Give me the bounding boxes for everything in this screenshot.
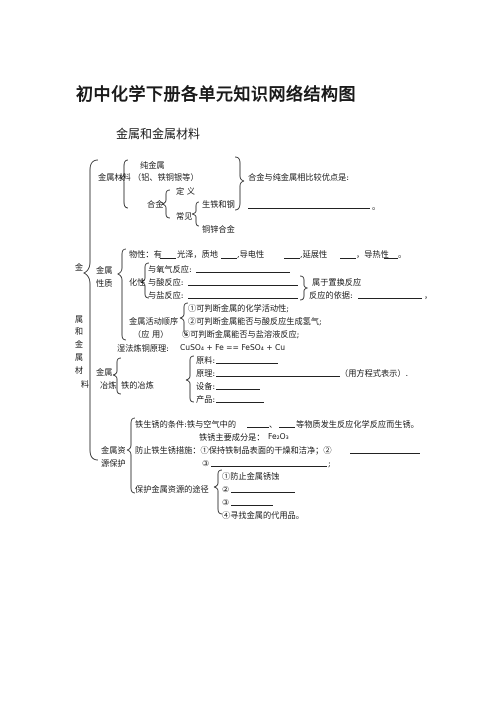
protection-label-2: 源保护 bbox=[101, 458, 126, 468]
compare-note: 合金与纯金属相比较优点是: bbox=[248, 172, 350, 182]
blank bbox=[384, 258, 398, 259]
blank bbox=[247, 427, 269, 428]
compare-period: 。 bbox=[372, 201, 381, 211]
properties-label-1: 金属 bbox=[96, 265, 113, 275]
blank bbox=[216, 363, 278, 364]
root-char-6: 材 bbox=[74, 365, 84, 375]
with-salt: 与盐反应: bbox=[148, 290, 184, 300]
prevent-rust: 防止铁生锈措施：①保持铁制品表面的干燥和洁净；② bbox=[135, 445, 332, 455]
protection-label-1: 金属资 bbox=[101, 445, 126, 455]
blank bbox=[284, 258, 300, 259]
wet-method-label: 湿法炼铜原理: bbox=[117, 343, 169, 353]
iron-steel: 生铁和钢 bbox=[202, 199, 235, 209]
pure-metal: 纯金属 bbox=[140, 160, 165, 170]
materials-label: 金属材料 bbox=[98, 172, 131, 182]
basis-comma: ， bbox=[424, 290, 433, 300]
blank bbox=[350, 453, 420, 454]
activity-series: 金属活动顺序 bbox=[129, 316, 179, 326]
activity-use: （应 用） bbox=[133, 329, 169, 339]
physical-prop-5: ，导热性 bbox=[356, 249, 389, 259]
physical-prop-3: ,导电性 bbox=[237, 249, 265, 259]
with-oxygen: 与氧气反应: bbox=[148, 264, 192, 274]
blank bbox=[188, 285, 298, 286]
rust-condition-1: 铁生锈的条件:铁与空气中的 bbox=[135, 419, 237, 429]
root-char-3: 和 bbox=[74, 326, 84, 336]
way-4: ④寻找金属的代用品。 bbox=[222, 510, 304, 520]
root-char-5: 属 bbox=[74, 352, 84, 362]
compare-blank bbox=[248, 208, 370, 209]
properties-label-2: 性质 bbox=[96, 278, 113, 288]
equipment: 设备: bbox=[196, 381, 216, 391]
use-3: ③可判断金属能否与盐溶液反应; bbox=[182, 329, 300, 339]
prevent-semicolon: ; bbox=[328, 458, 331, 468]
displacement-note: 属于置换反应 bbox=[312, 277, 362, 287]
blank bbox=[358, 298, 422, 299]
blank bbox=[216, 402, 264, 403]
physical-prop-2: 光泽，质地 bbox=[177, 249, 218, 259]
rust-component: 铁锈主要成分是： bbox=[199, 432, 265, 442]
use-2: ②可判断金属能否与酸反应生成氢气; bbox=[188, 316, 322, 326]
resource-ways: 保护金属资源的途径 bbox=[135, 484, 209, 494]
rust-condition-2: 、 bbox=[269, 419, 278, 429]
raw-material: 原料: bbox=[196, 355, 216, 365]
with-acid: 与酸反应: bbox=[148, 277, 184, 287]
blank bbox=[188, 298, 298, 299]
brass: 铜锌合金 bbox=[202, 224, 235, 234]
blank bbox=[196, 272, 290, 273]
blank bbox=[211, 466, 327, 467]
blank bbox=[340, 258, 356, 259]
blank bbox=[221, 258, 237, 259]
wet-method-equation: CuSO₄ + Fe == FeSO₄ + Cu bbox=[180, 343, 286, 352]
page-title: 初中化学下册各单元知识网络结构图 bbox=[76, 85, 356, 105]
pure-metal-examples: （铝、铁铜银等） bbox=[133, 172, 199, 182]
physical-prop-4: ,延展性 bbox=[300, 249, 328, 259]
root-char-7: 料 bbox=[80, 379, 90, 389]
principle: 原理: bbox=[196, 368, 216, 378]
unit-title: 金属和金属材料 bbox=[116, 127, 201, 141]
basis-label: 反应的依据: bbox=[309, 290, 353, 300]
principle-note: （用方程式表示）. bbox=[340, 368, 409, 378]
blank bbox=[231, 505, 273, 506]
blank bbox=[231, 492, 295, 493]
root-char-1: 金 bbox=[74, 262, 84, 272]
physical-prop-6: 。 bbox=[398, 249, 407, 259]
product: 产品: bbox=[196, 394, 216, 404]
rust-condition-3: 等物质发生反应化学反应而生锈。 bbox=[296, 419, 419, 429]
iron-smelting: 铁的冶炼 bbox=[121, 380, 154, 390]
blank bbox=[216, 389, 260, 390]
use-1: ①可判断金属的化学活动性; bbox=[188, 303, 290, 313]
blank bbox=[216, 376, 340, 377]
root-char-4: 金 bbox=[74, 339, 84, 349]
way-2: ② bbox=[222, 484, 230, 494]
smelting-label-1: 金属 bbox=[96, 367, 113, 377]
chemical-label: 化性 bbox=[129, 277, 146, 287]
rust-formula: Fe₂O₃ bbox=[268, 432, 289, 441]
alloy-definition: 定 义 bbox=[176, 186, 195, 196]
root-char-2: 属 bbox=[74, 314, 84, 324]
smelting-label-2: 冶炼 bbox=[100, 380, 117, 390]
blank bbox=[160, 258, 176, 259]
way-1: ①防止金属锈蚀 bbox=[222, 471, 280, 481]
prevent-3: ③ bbox=[202, 458, 210, 468]
way-3: ③ bbox=[222, 497, 230, 507]
alloy-label: 合金 bbox=[147, 199, 164, 209]
common-label: 常见 bbox=[176, 211, 193, 221]
blank bbox=[279, 427, 295, 428]
physical-prop-1: 物性：有 bbox=[129, 249, 162, 259]
